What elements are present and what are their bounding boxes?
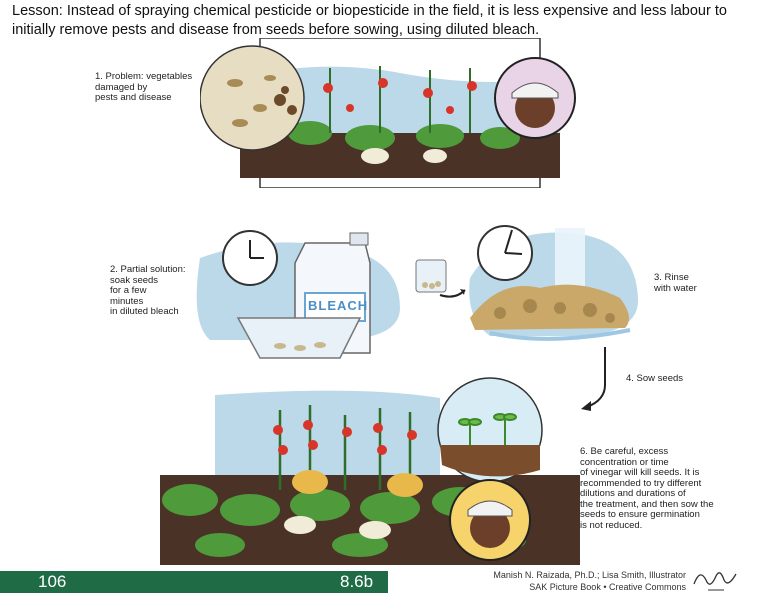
page-number: 106 — [38, 572, 67, 591]
rinse-seeds-illustration — [460, 218, 650, 348]
rinse-caption: 3. Rinse with water — [654, 272, 697, 294]
bleach-label: BLEACH — [308, 298, 369, 313]
bleach-soak-illustration — [190, 228, 410, 363]
sow-seeds-caption: 4. Sow seeds — [626, 373, 684, 384]
healthy-field-illustration — [160, 370, 580, 565]
illustrator-signature-icon — [690, 566, 740, 594]
credit-book: SAK Picture Book • Creative Commons — [529, 582, 686, 592]
careful-caption: 6. Be careful, excess concentration or t… — [580, 446, 714, 531]
section-number: 8.6b — [340, 572, 374, 591]
lesson-text: Lesson: Instead of spraying chemical pes… — [12, 3, 727, 38]
problem-caption: 1. Problem: vegetables damaged by pests … — [95, 71, 193, 103]
seed-jar-icon — [410, 255, 470, 305]
footer-bar — [0, 571, 388, 593]
partial-solution-caption: 2. Partial solution: soak seeds for a fe… — [110, 264, 186, 317]
credit-text: Manish N. Raizada, Ph.D.; Lisa Smith, Il… — [462, 569, 686, 593]
credit-authors: Manish N. Raizada, Ph.D.; Lisa Smith, Il… — [493, 570, 686, 580]
down-arrow-icon — [575, 345, 615, 415]
damaged-vegetables-illustration — [200, 38, 580, 188]
